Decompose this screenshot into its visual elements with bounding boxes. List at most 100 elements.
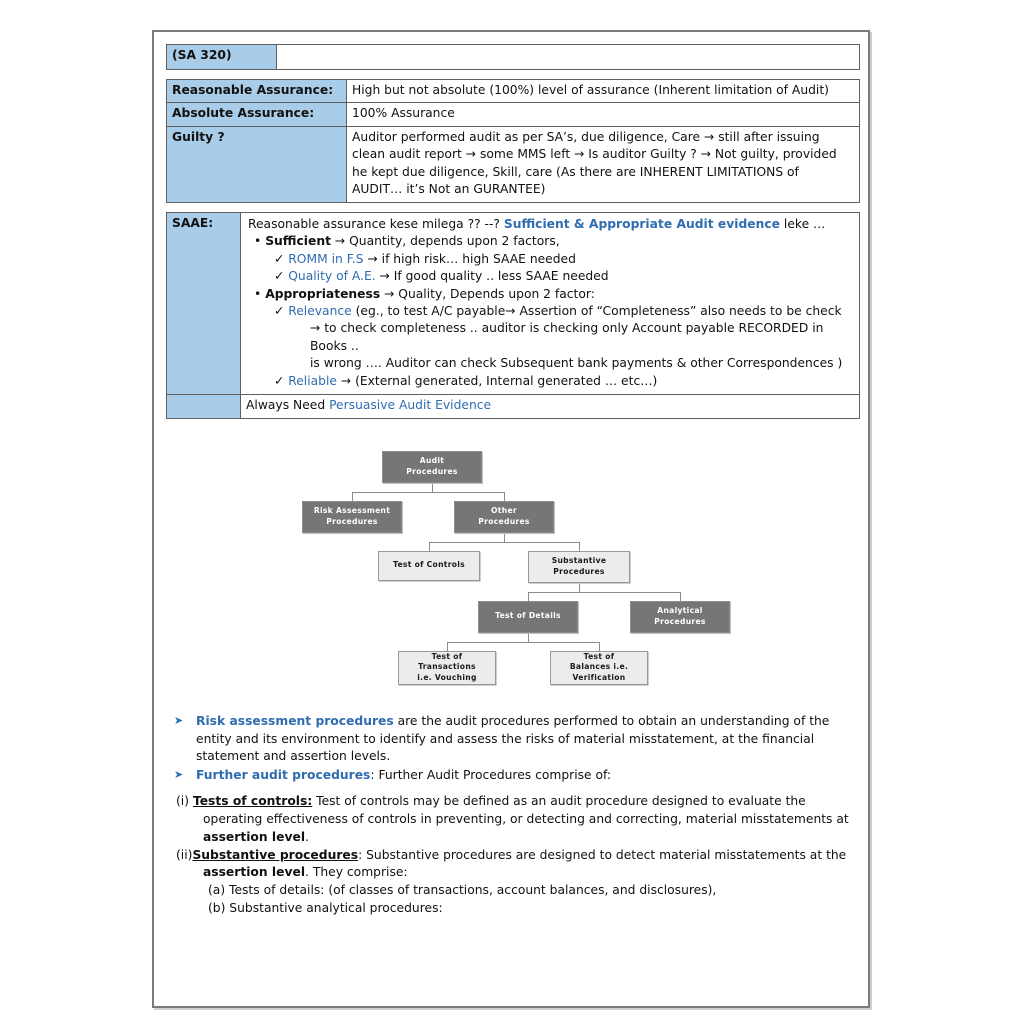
saae-relevance-point: ✓ Relevance (eg., to test A/C payable→ A… [248, 303, 853, 320]
row-label-saae: SAAE: [166, 211, 241, 396]
saae-relevance-cont: is wrong …. Auditor can check Subsequent… [310, 356, 843, 371]
row-value-absolute-assurance: 100% Assurance [346, 102, 860, 127]
saae-appropriateness-line: • Appropriateness → Quality, Depends upo… [248, 286, 853, 303]
flowchart-connector [528, 632, 529, 642]
saae-reliable-label: Reliable [288, 373, 337, 388]
flowchart-connector [528, 591, 680, 593]
saae-romm-label: ROMM in F.S [288, 251, 364, 266]
saae-intro-post: leke … [780, 216, 826, 231]
flowchart-connector [352, 491, 353, 501]
flowchart-connector [504, 532, 505, 542]
saae-sufficient-point: ✓ ROMM in F.S → if high risk… high SAAE … [248, 251, 853, 268]
row-value-reasonable-assurance: High but not absolute (100%) level of as… [346, 78, 860, 104]
check-icon: ✓ [274, 269, 285, 284]
saae-relevance-cont: → to check completeness .. auditor is ch… [310, 321, 824, 353]
substantive-procedures-title: Substantive procedures [192, 847, 359, 862]
standard-title-table: (SA 320) [166, 44, 860, 70]
flowchart-node-test-of-controls: Test of Controls [378, 550, 480, 581]
flowchart-connector [680, 591, 681, 601]
assurance-table: Reasonable Assurance: High but not absol… [166, 78, 860, 203]
guilty-line: Auditor performed audit as per SA’s, due… [352, 129, 820, 144]
table-row: (SA 320) [166, 44, 860, 70]
arrow-bullet-icon: ➤ [174, 768, 184, 782]
flowchart-connector [579, 541, 580, 551]
flowchart-connector [599, 641, 600, 651]
flowchart-connector [579, 582, 580, 592]
risk-assessment-definition: are the audit procedures performed to ob… [196, 713, 830, 764]
flowchart-connector [432, 482, 433, 492]
saae-footer-pre: Always Need [246, 398, 330, 413]
roman-marker: (i) [176, 794, 190, 809]
tests-of-controls-emphasis: assertion level [203, 829, 306, 844]
arrow-bullet-icon: ➤ [174, 713, 184, 727]
guilty-line: he kept due diligence, Skill, care (As t… [352, 164, 799, 179]
flowchart-connector [528, 591, 529, 601]
saae-quality-ae-label: Quality of A.E. [288, 269, 376, 284]
check-icon: ✓ [274, 373, 285, 388]
saae-reliable-rest: → (External generated, Internal generate… [336, 373, 658, 388]
bullet-glyph: • [254, 286, 262, 301]
table-row: Always Need Persuasive Audit Evidence [166, 394, 860, 419]
item-substantive-procedures: (ii)Substantive procedures: Substantive … [176, 847, 860, 883]
row-value-guilty: Auditor performed audit as per SA’s, due… [346, 125, 860, 203]
guilty-line: clean audit report → some MMS left → Is … [352, 147, 837, 162]
saae-relevance-rest: (eg., to test A/C payable→ Assertion of … [351, 303, 842, 318]
check-icon: ✓ [274, 303, 285, 318]
flowchart-connector [504, 491, 505, 501]
sub-item-substantive-analytical: (b) Substantive analytical procedures: [208, 900, 443, 915]
saae-quality-ae-rest: → If good quality .. less SAAE needed [375, 269, 609, 284]
further-audit-definition: : Further Audit Procedures comprise of: [370, 768, 612, 783]
saae-appropriateness-rest: → Quality, Depends upon 2 factor: [380, 286, 595, 301]
saae-sufficient-line: • Sufficient → Quantity, depends upon 2 … [248, 233, 853, 250]
saae-content: Reasonable assurance kese milega ?? --? … [240, 211, 860, 396]
saae-intro-highlight: Sufficient & Appropriate Audit evidence [503, 216, 780, 231]
bullet-glyph: • [254, 234, 262, 249]
saae-sufficient-rest: → Quantity, depends upon 2 factors, [331, 234, 560, 249]
bullet-risk-assessment-procedures: ➤ Risk assessment procedures are the aud… [166, 713, 860, 766]
document-page: (SA 320) Reasonable Assurance: High but … [152, 30, 870, 1008]
page-content: (SA 320) Reasonable Assurance: High but … [166, 44, 860, 918]
row-label-reasonable-assurance: Reasonable Assurance: [166, 78, 347, 104]
flowchart-connector [429, 541, 430, 551]
flowchart-node-label: Test of Controls [393, 560, 465, 570]
flowchart-node-test-of-details: Test of Details [478, 600, 578, 633]
tests-of-controls-body: Test of controls may be defined as an au… [203, 794, 849, 826]
check-icon: ✓ [274, 251, 285, 266]
standard-title-blank-cell [276, 44, 860, 70]
standard-title-cell: (SA 320) [166, 44, 277, 70]
table-row: Reasonable Assurance: High but not absol… [166, 78, 860, 104]
saae-footer-cell: Always Need Persuasive Audit Evidence [240, 394, 860, 419]
saae-relevance-label: Relevance [288, 303, 352, 318]
substantive-procedures-body: : Substantive procedures are designed to… [358, 847, 847, 862]
saae-appropriateness-label: Appropriateness [265, 286, 381, 301]
item-tests-of-controls: (i) Tests of controls: Test of controls … [176, 793, 860, 846]
flowchart-connector [447, 641, 448, 651]
saae-romm-rest: → if high risk… high SAAE needed [363, 251, 576, 266]
bullet-further-audit-procedures: ➤ Further audit procedures: Further Audi… [166, 767, 860, 785]
row-label-guilty: Guilty ? [166, 125, 347, 203]
saae-intro-pre: Reasonable assurance kese milega ?? --? [248, 216, 504, 231]
flowchart-connector [429, 541, 579, 543]
saae-footer-highlight: Persuasive Audit Evidence [329, 398, 492, 413]
table-row: Guilty ? Auditor performed audit as per … [166, 125, 860, 203]
flowchart-connector [447, 641, 599, 643]
saae-table: SAAE: Reasonable assurance kese milega ?… [166, 211, 860, 419]
substantive-procedures-emphasis: assertion level [203, 865, 306, 880]
further-audit-term: Further audit procedures [196, 768, 371, 783]
risk-assessment-term: Risk assessment procedures [196, 713, 394, 728]
table-row: Absolute Assurance: 100% Assurance [166, 102, 860, 127]
saae-sufficient-label: Sufficient [265, 234, 331, 249]
